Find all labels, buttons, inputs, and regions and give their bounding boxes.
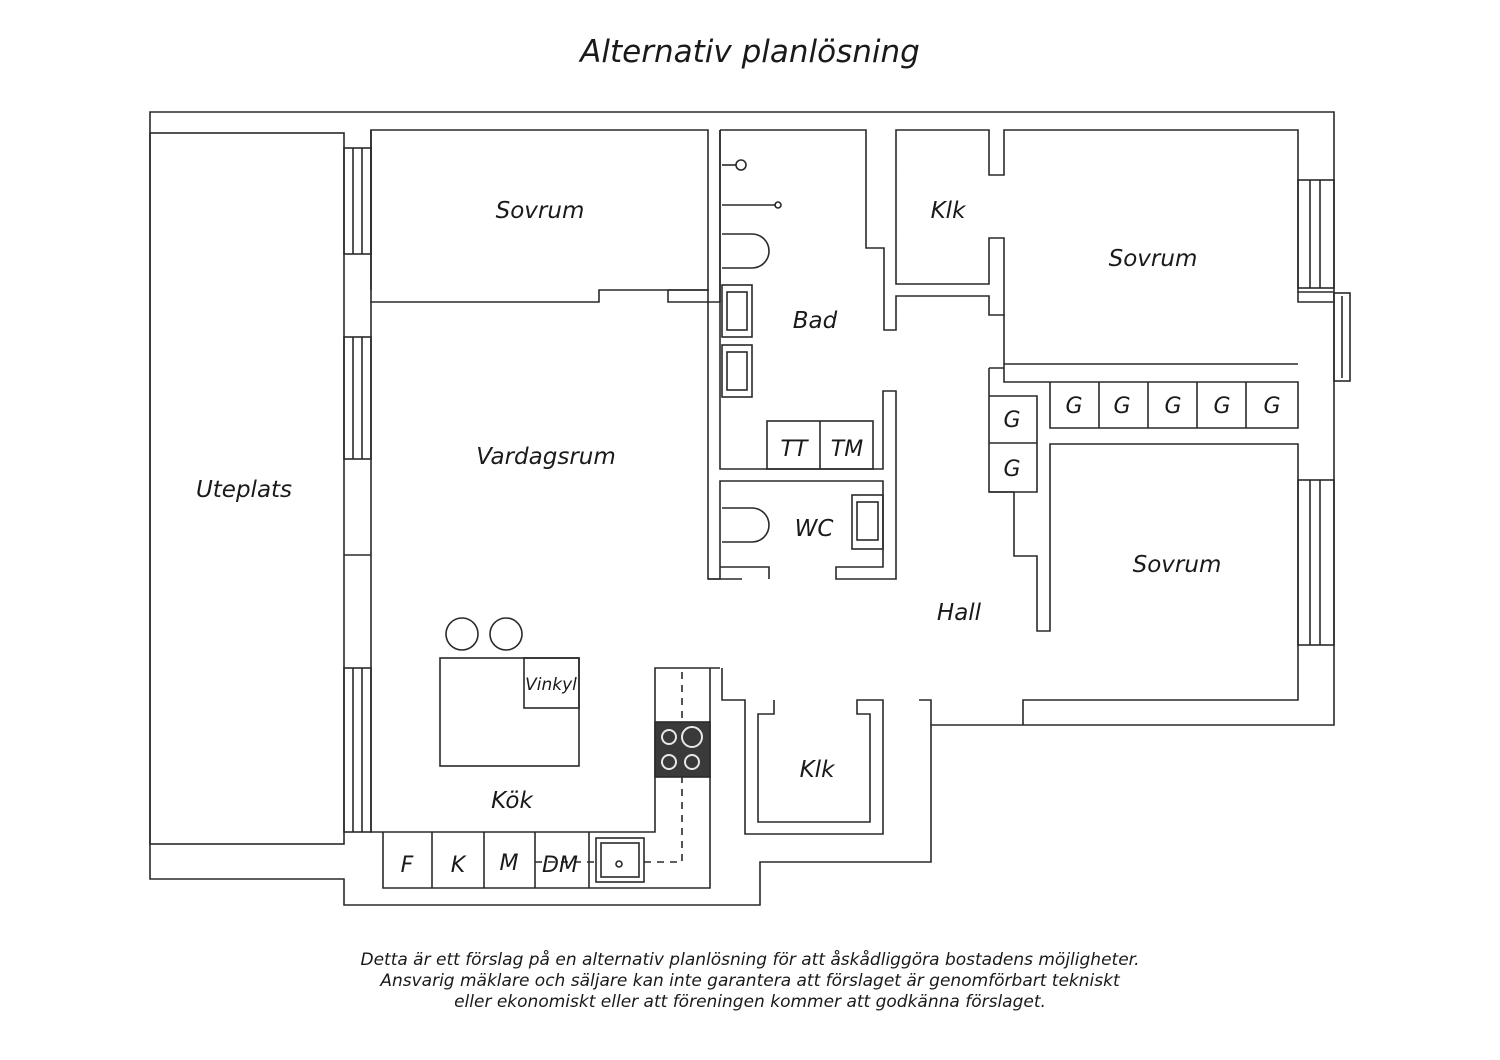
disclaimer-line: Ansvarig mäklare och säljare kan inte ga… [380,971,1120,991]
room-label-klk: Klk [800,757,836,783]
closet-dividers [1098,382,1247,428]
room-label-bad: Bad [793,308,838,334]
room-label-wc: WC [795,516,834,542]
window [343,147,372,255]
bath-wall [720,129,1334,331]
room-label-uteplats: Uteplats [196,477,292,503]
kitchen-island [439,657,580,767]
appliance-label-vinkyl: Vinkyl [525,675,577,695]
bath-wall [708,130,897,580]
window [343,336,372,460]
closet-wall [1003,292,1334,429]
closet-wall [989,367,1038,493]
hall-wall [919,699,932,725]
wardrobe-label: G [1263,394,1280,419]
room-label-klk: Klk [931,198,967,224]
bar-stool [445,617,479,651]
room-label-sovrum: Sovrum [496,198,585,224]
sink-icon [721,284,753,338]
disclaimer-line: Detta är ett förslag på en alternativ pl… [360,950,1140,970]
wardrobe-label: G [1164,394,1181,419]
wardrobe-label: G [1065,394,1082,419]
room-label-kok: Kök [491,788,534,814]
balcony-door [1333,292,1351,382]
kitchen-counter [431,832,590,888]
room-label-sovrum: Sovrum [1109,246,1198,272]
wc-wall [720,566,770,579]
wc-toilet-icon [722,507,770,543]
inner-wall [370,302,720,833]
bar-stool [489,617,523,651]
disclaimer-text: Detta är ett förslag på en alternativ pl… [250,950,1250,1013]
washer-dryer-units [766,420,874,470]
window [343,667,372,833]
closet-wall [988,368,1299,725]
kitchen-sink-icon [595,837,645,883]
room-label-vardagsrum: Vardagsrum [476,444,616,470]
appliance-label-f: F [401,853,414,878]
counter-edge [535,672,683,863]
sink-icon [721,344,753,398]
appliance-label-m: M [500,851,519,876]
disclaimer-line: eller ekonomiskt eller att föreningen ko… [454,992,1046,1012]
wardrobe-label: G [1113,394,1130,419]
appliance-label-dm: DM [542,853,578,878]
window [1297,179,1335,289]
inner-wall [382,668,711,889]
wardrobe-label: G [1003,408,1020,433]
patio-outline [149,132,345,845]
appliance-label-tm: TM [831,437,863,462]
appliance-label-k: K [451,853,467,878]
toilet-icon [722,233,770,269]
wardrobe-label: G [1003,457,1020,482]
wc-sink-icon [851,494,884,550]
plan-title: Alternativ planlösning [580,34,920,70]
inner-wall [667,130,742,580]
room-label-hall: Hall [937,600,982,626]
window [1297,479,1335,646]
room-label-sovrum: Sovrum [1133,552,1222,578]
wine-cooler [523,657,580,709]
shower-icon [722,159,782,209]
wardrobe-label: G [1213,394,1230,419]
appliance-label-tt: TT [781,437,809,462]
klk-wall [721,668,884,835]
cooktop-icon [654,721,711,778]
